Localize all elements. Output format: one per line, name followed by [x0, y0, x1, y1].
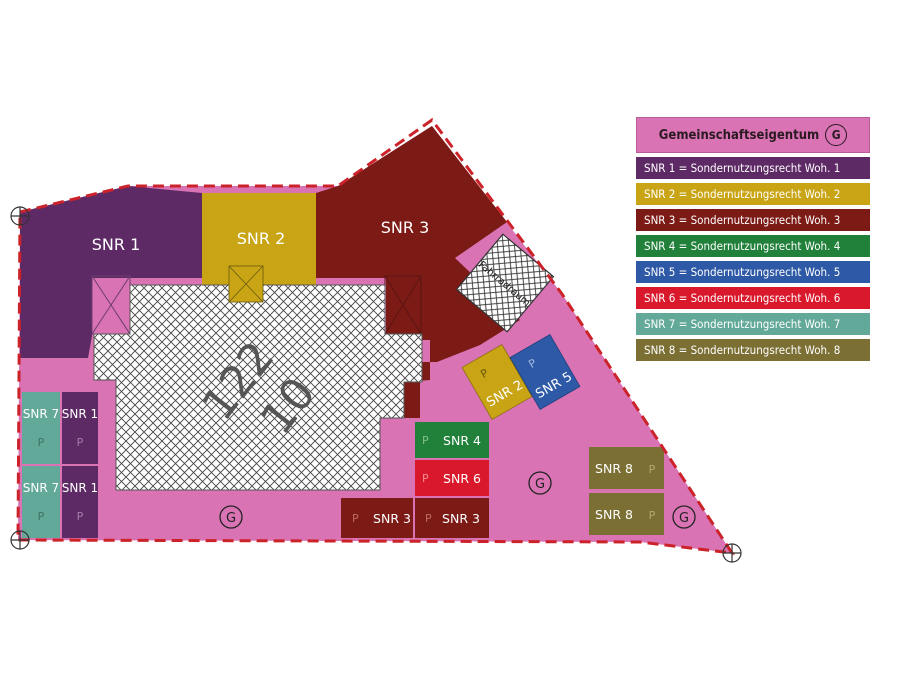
- snr7-parking-a: [22, 392, 60, 464]
- legend-title: Gemeinschaftseigentum G: [636, 117, 870, 153]
- legend: Gemeinschaftseigentum G SNR 1 = Sondernu…: [636, 117, 870, 361]
- legend-item-snr1: SNR 1 = Sondernutzungsrecht Woh. 1: [636, 157, 870, 179]
- common-marker-middle: G: [528, 471, 552, 495]
- parking-symbol: P: [649, 509, 656, 522]
- snr3-parking-a-label: SNR 3: [373, 511, 411, 526]
- snr8-parking-b: [589, 493, 664, 535]
- legend-item-snr5: SNR 5 = Sondernutzungsrecht Woh. 5: [636, 261, 870, 283]
- snr3-garden-label: SNR 3: [381, 218, 430, 237]
- common-marker-bottom: G: [219, 505, 243, 529]
- legend-item-snr4: SNR 4 = Sondernutzungsrecht Woh. 4: [636, 235, 870, 257]
- parking-symbol: P: [422, 472, 429, 485]
- terrace-boxes: [91, 275, 422, 335]
- snr7-parking-b: [22, 466, 60, 538]
- snr1-parking-a-label: SNR 1: [62, 407, 98, 421]
- snr8-parking-a: [589, 447, 664, 489]
- boundary-corner-markers: [10, 206, 742, 563]
- parking-symbol: P: [38, 510, 45, 523]
- snr3-parking-a: [341, 498, 413, 538]
- legend-title-text: Gemeinschaftseigentum: [658, 127, 820, 143]
- parking-symbol: P: [425, 512, 432, 525]
- snr1-parking-b-label: SNR 1: [62, 481, 98, 495]
- legend-item-snr8: SNR 8 = Sondernutzungsrecht Woh. 8: [636, 339, 870, 361]
- common-symbol: G: [535, 477, 545, 492]
- snr8-parking-a-label: SNR 8: [595, 461, 633, 476]
- parking-symbol: P: [422, 434, 429, 447]
- legend-item-snr6: SNR 6 = Sondernutzungsrecht Woh. 6: [636, 287, 870, 309]
- bicycle-room: Fahrradraum: [455, 233, 555, 333]
- parking-symbol: P: [649, 463, 656, 476]
- snr7-parking-a-label: SNR 7: [23, 407, 59, 421]
- legend-item-snr3: SNR 3 = Sondernutzungsrecht Woh. 3: [636, 209, 870, 231]
- common-symbol: G: [226, 511, 236, 526]
- parking-symbol: P: [77, 436, 84, 449]
- snr7-parking-b-label: SNR 7: [23, 481, 59, 495]
- snr4-parking: [415, 422, 489, 458]
- snr8-parking-b-label: SNR 8: [595, 507, 633, 522]
- legend-item-snr2: SNR 2 = Sondernutzungsrecht Woh. 2: [636, 183, 870, 205]
- snr4-parking-label: SNR 4: [443, 433, 481, 448]
- snr1-parking-b: [62, 466, 98, 538]
- parking-symbol: P: [77, 510, 84, 523]
- snr3-parking-b-label: SNR 3: [442, 511, 480, 526]
- parking-symbol: P: [352, 512, 359, 525]
- property-boundary-line: [16, 117, 736, 555]
- snr1-garden-label: SNR 1: [92, 235, 141, 254]
- snr6-parking: [415, 460, 489, 496]
- common-marker-right: G: [672, 505, 696, 529]
- common-symbol: G: [679, 511, 689, 526]
- snr3-parking-b: [415, 498, 489, 538]
- common-symbol-icon: G: [825, 124, 848, 146]
- snr3-garden-area: [316, 126, 520, 418]
- snr6-parking-label: SNR 6: [443, 471, 481, 486]
- legend-item-snr7: SNR 7 = Sondernutzungsrecht Woh. 7: [636, 313, 870, 335]
- building-122-10: [93, 284, 423, 491]
- snr1-parking-a: [62, 392, 98, 464]
- parking-symbol: P: [38, 436, 45, 449]
- snr1-garden-area: [20, 186, 202, 358]
- legend-items: SNR 1 = Sondernutzungsrecht Woh. 1 SNR 2 …: [636, 157, 870, 361]
- snr2-garden-label: SNR 2: [237, 229, 286, 248]
